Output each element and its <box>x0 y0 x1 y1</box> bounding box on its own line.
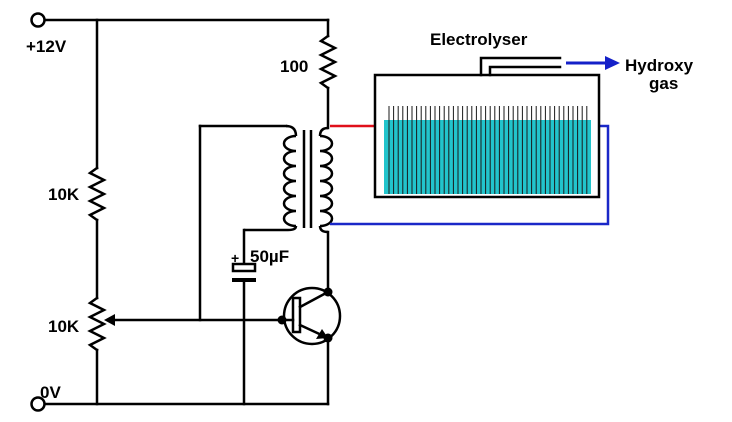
label-gas: gas <box>649 74 678 93</box>
label-hydroxy: Hydroxy <box>625 56 694 75</box>
gas-pipe-lower <box>488 65 562 77</box>
primary-winding <box>282 134 297 228</box>
gas-pipe-upper <box>479 56 562 77</box>
pot-wiper-arrow <box>104 314 115 326</box>
label-12v: +12V <box>26 37 67 56</box>
gas-flow-arrowhead <box>605 56 620 70</box>
transistor-base-bar <box>291 296 302 334</box>
transistor <box>277 230 342 406</box>
label-10k-pot: 10K <box>48 317 80 336</box>
power-rails <box>30 12 330 412</box>
bias-divider <box>87 18 284 406</box>
label-10k-fixed: 10K <box>48 185 80 204</box>
collector-lead <box>298 290 330 309</box>
label-0v: 0V <box>40 383 61 402</box>
electrolyser-tank <box>373 56 620 199</box>
ground-terminal <box>30 396 46 412</box>
resistor-100 <box>318 34 338 90</box>
secondary-winding <box>319 134 334 228</box>
transformer <box>198 124 334 322</box>
label-100: 100 <box>280 57 308 76</box>
electrolyte-liquid <box>384 120 591 194</box>
capacitor-50uf <box>231 228 257 406</box>
label-50uf: 50µF <box>250 247 289 266</box>
resistor-10k-fixed <box>87 166 107 222</box>
capacitor-plate-positive <box>231 262 257 273</box>
collector-junction <box>323 287 333 297</box>
label-electrolyser: Electrolyser <box>430 30 528 49</box>
electrode-plates <box>388 106 588 194</box>
collector-feed <box>318 18 338 130</box>
positive-terminal <box>30 12 46 28</box>
label-capacitor-plus: + <box>231 250 239 266</box>
potentiometer-10k <box>87 296 107 352</box>
base-junction <box>277 315 287 325</box>
